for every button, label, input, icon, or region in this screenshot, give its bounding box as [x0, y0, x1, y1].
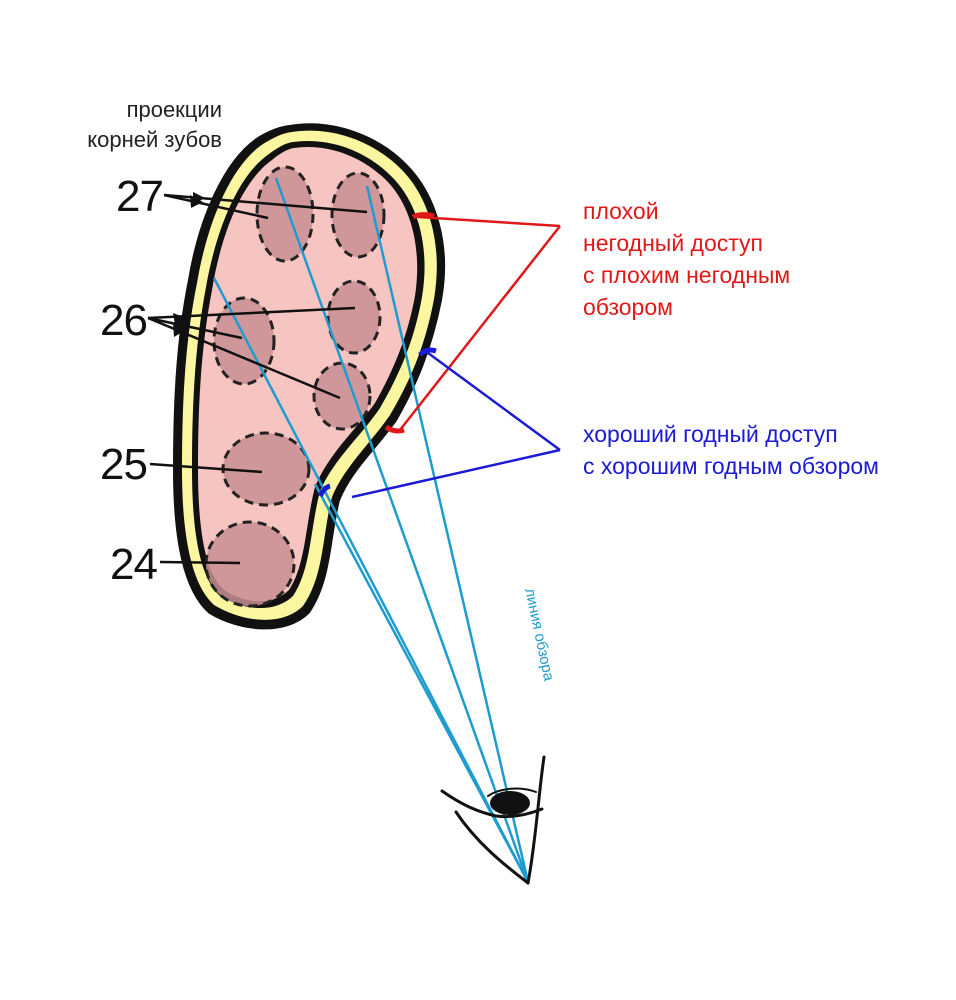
- eye-icon: [440, 755, 546, 885]
- bad-access-label: плохой негодный доступ с плохим негодным…: [583, 195, 790, 323]
- good-access-marker: [317, 347, 561, 499]
- root-27-palatal: [330, 171, 386, 259]
- bad-label-line-3: с плохим негодным: [583, 262, 791, 288]
- title-line-2: корней зубов: [87, 127, 222, 152]
- tooth-number-24: 24: [110, 540, 158, 589]
- root-26-distal: [326, 279, 382, 355]
- bad-label-line-4: обзором: [583, 294, 673, 320]
- tooth-number-27: 27: [116, 172, 164, 221]
- bad-access-marker: [384, 212, 561, 434]
- good-access-label: хороший годный доступ с хорошим годным о…: [583, 418, 879, 482]
- tooth-number-25: 25: [100, 440, 148, 489]
- pointer-arrowheads: [173, 192, 205, 337]
- root-27-buccal: [255, 165, 315, 263]
- good-label-line-1: хороший годный доступ: [583, 421, 838, 447]
- good-label-line-2: с хорошим годным обзором: [583, 453, 879, 479]
- bad-label-line-1: плохой: [583, 198, 659, 224]
- root-24: [204, 520, 296, 608]
- title-line-1: проекции: [126, 97, 222, 122]
- title-label: проекции корней зубов: [70, 95, 222, 155]
- bad-label-line-2: негодный доступ: [583, 230, 764, 256]
- sight-lines: [212, 177, 530, 883]
- tooth-number-26: 26: [100, 296, 148, 345]
- root-26-mesial: [212, 296, 276, 386]
